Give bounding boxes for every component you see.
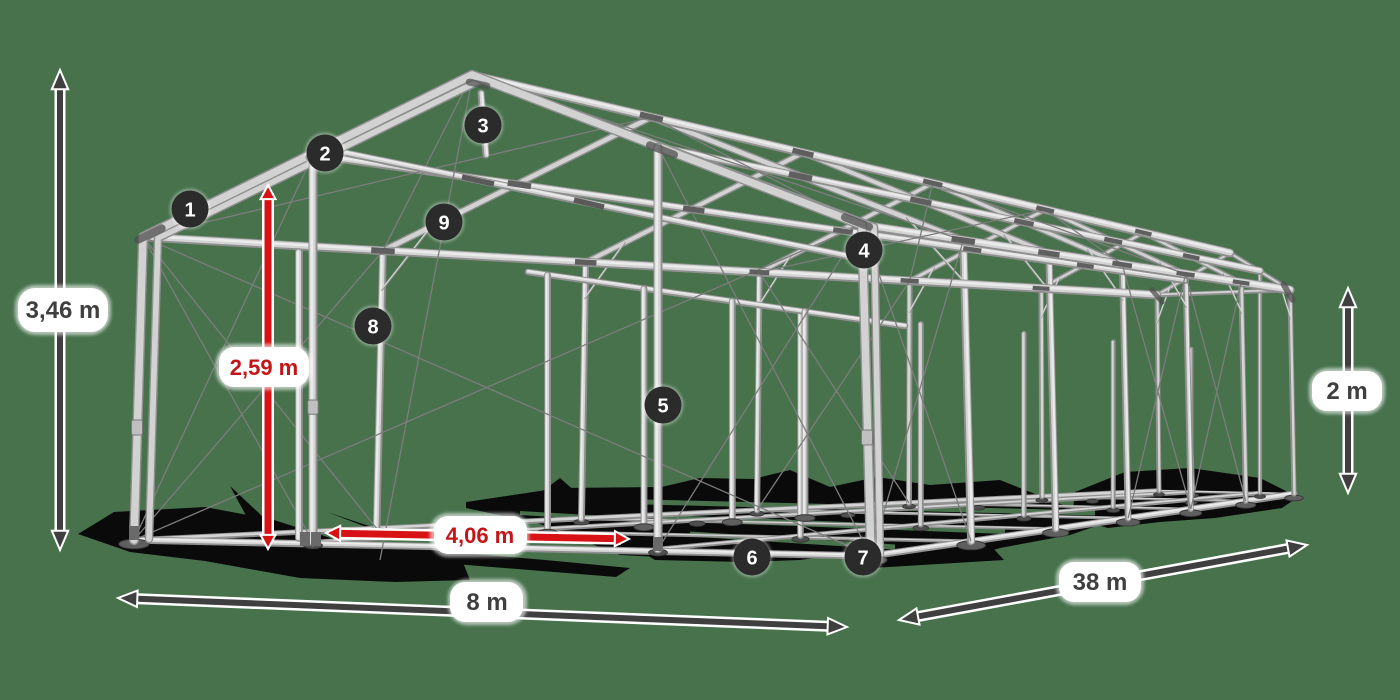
svg-text:1: 1 — [184, 200, 195, 222]
svg-text:6: 6 — [746, 548, 757, 570]
svg-text:7: 7 — [857, 548, 868, 570]
svg-text:9: 9 — [438, 213, 449, 235]
svg-text:2: 2 — [319, 144, 330, 166]
svg-text:38 m: 38 m — [1073, 569, 1128, 596]
svg-text:2,59 m: 2,59 m — [230, 355, 299, 380]
svg-text:3,46 m: 3,46 m — [26, 297, 101, 324]
svg-text:8: 8 — [367, 317, 378, 339]
svg-text:2 m: 2 m — [1326, 378, 1367, 405]
svg-text:5: 5 — [657, 396, 668, 418]
svg-text:3: 3 — [477, 116, 488, 138]
svg-text:4: 4 — [858, 241, 870, 263]
svg-text:8 m: 8 m — [466, 589, 507, 616]
svg-text:4,06 m: 4,06 m — [446, 523, 515, 548]
